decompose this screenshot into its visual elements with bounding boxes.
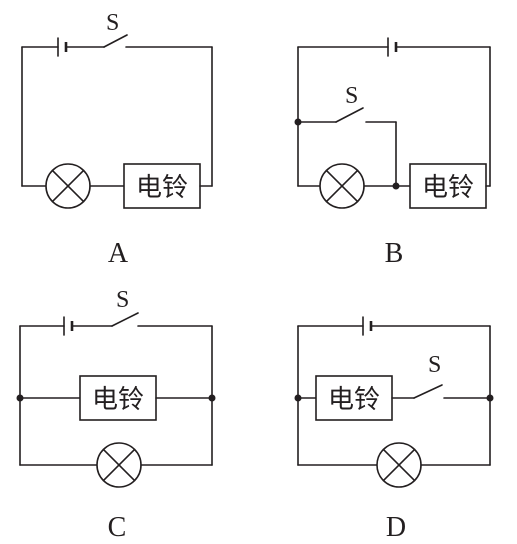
switch-s: S bbox=[103, 10, 128, 48]
circuit-a: S 电铃 A bbox=[21, 10, 213, 269]
circuit-b: S 电铃 B bbox=[294, 37, 491, 269]
switch-label: S bbox=[116, 287, 129, 313]
switch-s: S bbox=[111, 287, 139, 327]
switch-s: S bbox=[335, 83, 364, 123]
electric-bell: 电铃 bbox=[123, 163, 201, 209]
bell-label: 电铃 bbox=[328, 385, 380, 415]
lamp bbox=[376, 442, 422, 488]
electric-bell: 电铃 bbox=[409, 163, 487, 209]
caption-b: B bbox=[385, 238, 404, 269]
bell-label: 电铃 bbox=[136, 173, 188, 203]
caption-c: C bbox=[108, 512, 127, 543]
lamp bbox=[96, 442, 142, 488]
circuit-c: S 电铃 C bbox=[16, 287, 216, 543]
electric-bell: 电铃 bbox=[79, 375, 157, 421]
battery bbox=[63, 316, 74, 336]
switch-label: S bbox=[106, 10, 119, 36]
switch-s: S bbox=[413, 352, 443, 399]
bell-label: 电铃 bbox=[92, 385, 144, 415]
caption-a: A bbox=[108, 238, 129, 269]
bell-label: 电铃 bbox=[422, 173, 474, 203]
lamp bbox=[45, 163, 91, 209]
caption-d: D bbox=[386, 512, 406, 543]
circuit-d: 电铃 S D bbox=[294, 316, 494, 543]
battery bbox=[57, 37, 68, 57]
switch-label: S bbox=[345, 83, 358, 109]
lamp bbox=[319, 163, 365, 209]
switch-label: S bbox=[428, 352, 441, 378]
battery bbox=[362, 316, 373, 336]
battery bbox=[387, 37, 398, 57]
electric-bell: 电铃 bbox=[315, 375, 393, 421]
